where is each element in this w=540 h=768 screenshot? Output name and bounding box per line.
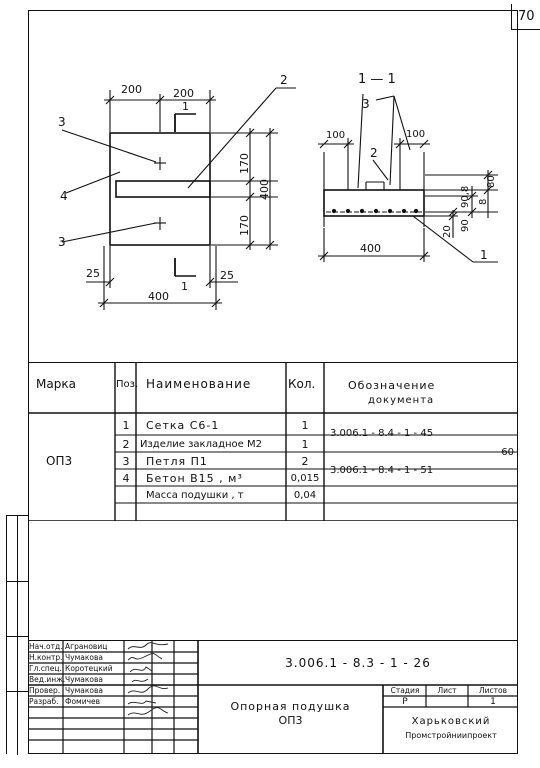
section-dim-total: 400: [360, 242, 381, 255]
row-qty: 0,04: [293, 489, 317, 501]
staff-role: Н.контр.: [29, 653, 63, 662]
section-dim-left: 100: [326, 130, 345, 141]
staff-name: Аграновиц: [65, 642, 108, 651]
row-doc: [330, 470, 516, 486]
row-qty: 0,015: [290, 472, 320, 484]
drawing-code: 3.006.1 - 8.3 - 1 - 26: [285, 656, 431, 670]
drawing-area: 200 200 1 1 170 400 170 25 25 400 2 3 4 …: [58, 72, 498, 310]
row-name: Изделие закладное М2: [140, 438, 262, 450]
drawing-title-line2: ОП3: [278, 713, 303, 727]
org-name-line1: Харьковский: [411, 716, 491, 727]
staff-role: Вед.инж.: [29, 675, 66, 684]
title-block: Нач.отд. Аграновиц Н.контр. Чумакова Гл.…: [28, 640, 518, 753]
org-name-line2: Промстройниипроект: [405, 730, 497, 740]
row-name: Сетка С6-1: [146, 418, 220, 432]
plan-dim-right-total: 400: [258, 179, 271, 200]
drawing-title-line1: Опорная подушка: [230, 699, 351, 713]
page-number-box: 70: [511, 4, 540, 30]
row-pos: 1: [122, 418, 130, 432]
binding-strip: [6, 515, 29, 755]
page-number: 70: [518, 9, 535, 24]
row-name: Бетон В15 , м³: [146, 471, 243, 485]
header-qty: Кол.: [288, 377, 316, 391]
plan-section-mark-bottom: 1: [181, 280, 188, 293]
plan-dim-right-offset: 25: [220, 269, 234, 282]
staff-role: Гл.спец.: [29, 664, 62, 673]
row-name: Петля П1: [146, 454, 208, 468]
spec-table: Марка Поз. Наименование Кол. Обозначение…: [28, 362, 518, 521]
row-qty: 1: [301, 437, 309, 451]
plan-callout-2: 2: [280, 73, 288, 87]
section-callout-1: 1: [480, 248, 488, 262]
section-dim-right: 100: [406, 129, 425, 140]
staff-name: Фомичев: [65, 697, 101, 706]
sheet-frame: [28, 10, 518, 754]
row-doc: 3.006.1 - 8.4 - 1 - 45: [330, 427, 434, 439]
header-doc-line2: документа: [368, 394, 435, 406]
section-dim-20: 20: [442, 225, 453, 238]
row-doc: 3.006.1 - 8.4 - 1 - 51: [330, 464, 434, 476]
row-qty: 1: [301, 418, 309, 432]
section-dim-90: 90: [460, 219, 471, 232]
row-pos: 4: [122, 471, 130, 485]
title-block-grid: [28, 641, 518, 753]
sheet-label: Лист: [437, 686, 457, 695]
plan-callout-3-top: 3: [58, 115, 66, 129]
staff-name: Чумакова: [65, 675, 103, 684]
header-doc-line1: Обозначение: [348, 378, 436, 392]
embedded-item-2: [115, 180, 211, 198]
signature-marks: [127, 642, 169, 716]
row-doc: - 60: [494, 446, 514, 458]
section-dim-90-8: 90,8: [460, 186, 471, 208]
plan-dim-right-lower: 170: [238, 215, 251, 236]
section-dim-8: 8: [478, 199, 489, 205]
stage-value: Р: [402, 696, 408, 707]
staff-name: Чумакова: [65, 686, 103, 695]
plan-dim-left-offset: 25: [86, 267, 100, 280]
section-callout-2: 2: [370, 146, 378, 160]
header-name: Наименование: [146, 377, 252, 391]
staff-name: Чумакова: [65, 653, 103, 662]
plan-section-mark-top: 1: [182, 100, 189, 113]
row-pos: 2: [122, 437, 130, 451]
row-pos: [116, 487, 136, 503]
staff-name: Коротецкий: [65, 664, 113, 673]
section-dim-80: 80: [486, 175, 497, 188]
staff-role: Разраб.: [29, 697, 59, 706]
plan-dim-top-left: 200: [121, 83, 142, 96]
mark-value: ОП3: [46, 454, 73, 468]
staff-role: Провер.: [29, 686, 61, 695]
plan-dim-bottom-total: 400: [148, 290, 169, 303]
plan-dim-right-upper: 170: [238, 153, 251, 174]
sheets-label: Листов: [478, 686, 507, 695]
section-pad: [323, 189, 425, 217]
staff-role: Нач.отд.: [29, 642, 63, 651]
row-pos: 3: [122, 454, 130, 468]
sheets-value: 1: [490, 696, 496, 707]
section-title: 1 — 1: [358, 72, 396, 87]
plan-callout-4: 4: [60, 189, 68, 203]
row-qty: 2: [301, 454, 309, 468]
plan-dim-top-right: 200: [173, 87, 194, 100]
section-callout-3: 3: [362, 97, 370, 111]
spec-grid: [28, 363, 518, 521]
header-mark: Марка: [36, 377, 76, 391]
row-doc: [330, 487, 516, 503]
row-name: Масса подушки , т: [146, 489, 244, 501]
plan-callout-3-bottom: 3: [58, 235, 66, 249]
header-pos: Поз.: [116, 378, 139, 390]
stage-label: Стадия: [390, 686, 420, 695]
